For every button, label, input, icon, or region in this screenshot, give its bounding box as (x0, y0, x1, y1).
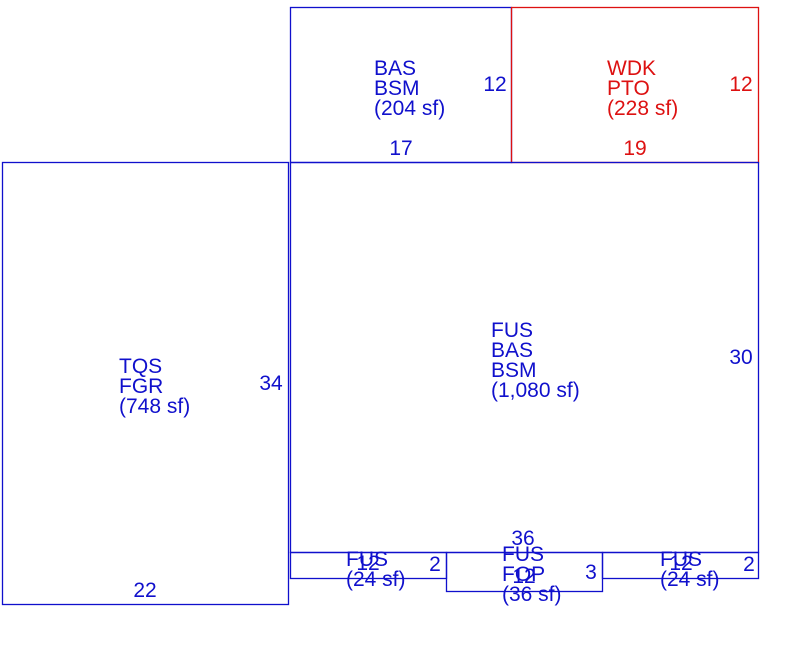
area-label-line: (1,080 sf) (491, 379, 580, 402)
dimension-label-wdk-bottom: 19 (623, 137, 646, 160)
area-outline-tqs (1, 161, 290, 606)
area-label-line: (748 sf) (119, 395, 190, 418)
dimension-label-fus-left-bottom: 12 (356, 552, 379, 575)
area-label-line: (24 sf) (660, 568, 720, 591)
dimension-label-bas-top-side: 12 (483, 73, 506, 96)
dimension-label-main-bottom: 36 (511, 527, 534, 550)
area-label-line: BAS (374, 57, 416, 80)
area-label-fus-right: FUS(24 sf) (660, 548, 720, 591)
area-label-line: BSM (374, 77, 420, 100)
area-label-line: (36 sf) (502, 583, 562, 606)
area-label-line: FUS (502, 543, 544, 566)
dimension-label-fus-mid-bottom: 12 (512, 565, 535, 588)
dimension-label-main-side: 30 (729, 346, 752, 369)
area-label-line: (228 sf) (607, 97, 678, 120)
dimension-label-fus-right-bottom: 12 (669, 552, 692, 575)
area-label-line: FUS (346, 548, 388, 571)
area-label-fus-left: FUS(24 sf) (346, 548, 406, 591)
area-label-line: (204 sf) (374, 97, 445, 120)
dimension-label-fus-mid-side: 3 (585, 561, 597, 584)
area-label-line: PTO (607, 77, 650, 100)
dimension-label-tqs-bottom: 22 (133, 579, 156, 602)
area-label-line: FGR (119, 375, 163, 398)
area-label-line: BSM (491, 359, 537, 382)
area-outline-fus-right (601, 551, 760, 580)
dimension-label-fus-right-side: 2 (743, 553, 755, 576)
area-label-line: FUS (491, 319, 533, 342)
area-label-line: FOP (502, 563, 545, 586)
area-label-line: WDK (607, 57, 656, 80)
area-label-line: BAS (491, 339, 533, 362)
dimension-label-wdk-side: 12 (729, 73, 752, 96)
area-label-line: FUS (660, 548, 702, 571)
area-label-line: (24 sf) (346, 568, 406, 591)
dimension-label-fus-left-side: 2 (429, 553, 441, 576)
dimension-label-tqs-side: 34 (259, 372, 283, 395)
dimension-label-bas-top-bottom: 17 (389, 137, 412, 160)
area-label-line: TQS (119, 355, 162, 378)
